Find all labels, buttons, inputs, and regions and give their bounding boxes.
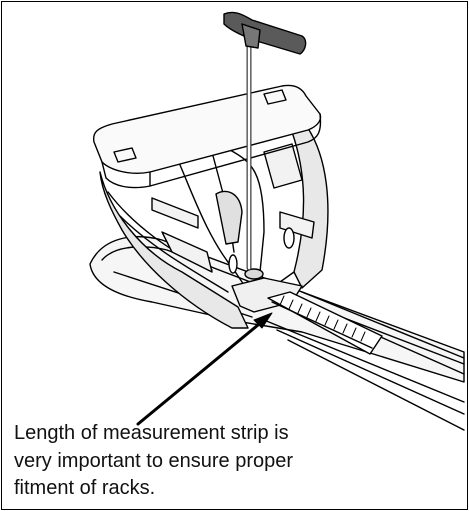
measurement-strip xyxy=(267,291,383,355)
caption: Length of measurement strip is very impo… xyxy=(14,420,464,503)
caption-line-2: very important to ensure proper xyxy=(14,449,294,472)
callout-arrow-icon xyxy=(136,312,273,426)
rack-foot-cap xyxy=(92,84,322,189)
t-handle-tool-icon xyxy=(223,11,307,271)
caption-line-1: Length of measurement strip is xyxy=(14,422,289,444)
roof-rail xyxy=(89,236,465,431)
rack-foot xyxy=(99,119,329,329)
caption-line-3: fitment of racks. xyxy=(14,477,156,499)
